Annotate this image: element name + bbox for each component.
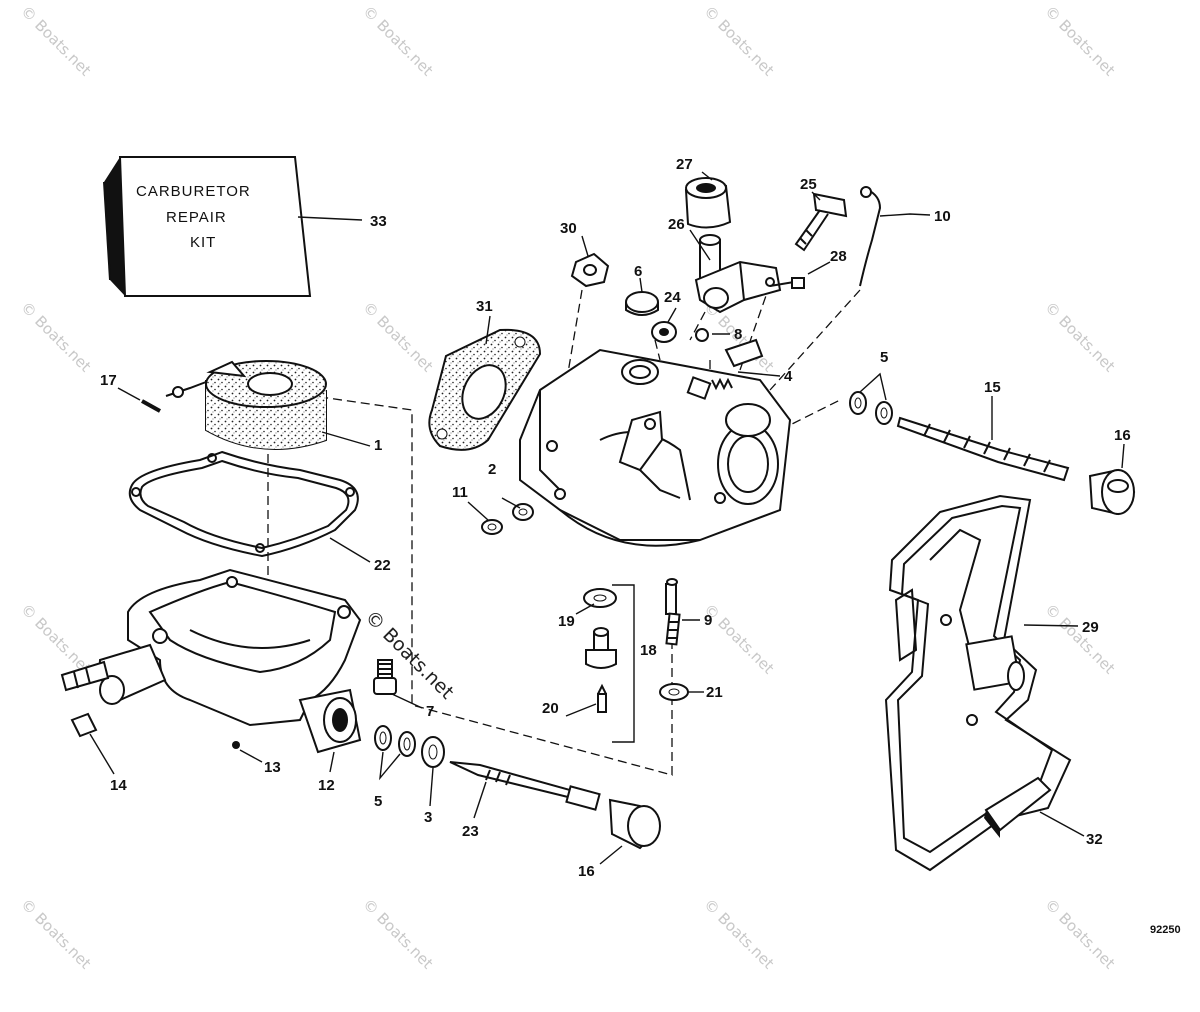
washer-21 (659, 683, 689, 701)
watermark: © Boats.net (700, 2, 778, 80)
repair-kit-box: CARBURETOR REPAIR KIT (103, 156, 363, 297)
part-label-18: 18 (640, 642, 657, 659)
part-label-12: 12 (318, 777, 335, 794)
carburetor-body (519, 338, 792, 547)
watermark: © Boats.net (1041, 2, 1119, 80)
part-label-11: 11 (452, 484, 468, 501)
screw-25 (794, 192, 848, 252)
part-label-14: 14 (110, 777, 127, 794)
float-bowl (60, 568, 362, 754)
flange-gasket (428, 328, 542, 451)
washer-24 (651, 321, 677, 343)
part-label-3: 3 (424, 809, 432, 826)
kit-label-line1: CARBURETOR (136, 183, 251, 200)
kit-label-line3: KIT (190, 234, 216, 251)
screw-28 (769, 277, 805, 289)
needle-valve-9 (665, 578, 681, 646)
part-label-33: 33 (370, 213, 387, 230)
watermark: © Boats.net (359, 298, 437, 376)
watermark: © Boats.net (359, 895, 437, 973)
part-label-21: 21 (706, 684, 723, 701)
filter-element (141, 360, 327, 450)
part-label-26: 26 (668, 216, 685, 233)
part-label-30: 30 (560, 220, 577, 237)
part-label-29: 29 (1082, 619, 1099, 636)
leader-lines (89, 171, 1125, 865)
check-ball (695, 328, 709, 342)
part-label-22: 22 (374, 557, 391, 574)
watermark: © Boats.net (17, 895, 95, 973)
part-label-17: 17 (100, 372, 117, 389)
part-label-16-lower: 16 (578, 863, 595, 880)
part-label-24: 24 (664, 289, 681, 306)
watermark: © Boats.net (17, 600, 95, 678)
part-label-19: 19 (558, 613, 575, 630)
plug-lower (608, 798, 661, 850)
lower-washers (374, 725, 445, 768)
part-label-13: 13 (264, 759, 281, 776)
part-label-6: 6 (634, 263, 642, 280)
part-label-8: 8 (734, 326, 742, 343)
watermark: © Boats.net (17, 298, 95, 376)
small-washers (481, 503, 534, 535)
part-label-7: 7 (426, 703, 434, 720)
part-label-23: 23 (462, 823, 479, 840)
part-label-27: 27 (676, 156, 693, 173)
watermark: © Boats.net (359, 2, 437, 80)
watermark: © Boats.net (1041, 298, 1119, 376)
part-label-31: 31 (476, 298, 493, 315)
bracket-26 (694, 234, 782, 314)
watermark: © Boats.net (1041, 600, 1119, 678)
plug-upper (1088, 468, 1136, 516)
jet-assembly (583, 584, 635, 743)
idle-screw (373, 659, 397, 695)
pad-32 (984, 776, 1052, 838)
part-label-9: 9 (704, 612, 712, 629)
part-label-28: 28 (830, 248, 847, 265)
part-label-1: 1 (374, 437, 382, 454)
bowl-gasket (128, 450, 359, 558)
cap-27 (684, 177, 732, 229)
part-label-2: 2 (488, 461, 496, 478)
part-label-20: 20 (542, 700, 559, 717)
high-speed-needle (449, 761, 601, 811)
part-labels: 33 17 1 22 7 14 13 12 5 3 23 16 2 11 30 … (100, 156, 1181, 936)
part-label-10: 10 (934, 208, 951, 225)
watermark: © Boats.net (17, 2, 95, 80)
low-speed-needle (849, 391, 1070, 482)
part-label-32: 32 (1086, 831, 1103, 848)
diagram-reference-number: 92250 (1150, 924, 1181, 936)
watermark: © Boats.net (1041, 895, 1119, 973)
part-label-15: 15 (984, 379, 1001, 396)
part-label-5-upper: 5 (880, 349, 888, 366)
kit-label-line2: REPAIR (166, 209, 227, 226)
part-label-4: 4 (784, 368, 793, 385)
part-label-25: 25 (800, 176, 817, 193)
nut (570, 252, 610, 288)
part-label-5-lower: 5 (374, 793, 382, 810)
part-label-16-upper: 16 (1114, 427, 1131, 444)
watermark: © Boats.net (700, 895, 778, 973)
link-rod-10 (859, 186, 882, 287)
welch-plug (625, 291, 659, 316)
